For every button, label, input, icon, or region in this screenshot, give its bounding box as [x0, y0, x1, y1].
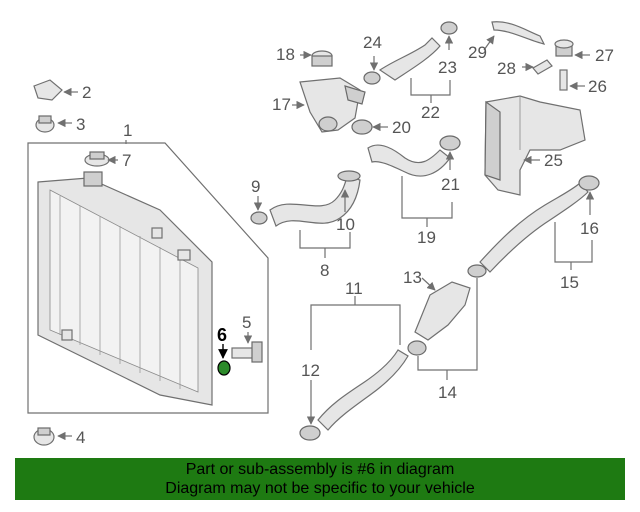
callout-24: 24 [363, 33, 382, 52]
callout-9: 9 [251, 177, 260, 196]
callout-29: 29 [468, 43, 487, 62]
pipe-26 [559, 69, 568, 91]
lower-hose [317, 349, 409, 431]
callout-22: 22 [421, 103, 440, 122]
callout-21: 21 [441, 175, 460, 194]
clamp-16 [578, 175, 600, 191]
clamp-23 [440, 21, 458, 35]
banner-line-disclaimer: Diagram may not be specific to your vehi… [165, 480, 475, 497]
hose-29 [491, 21, 546, 45]
callout-15: 15 [560, 273, 579, 292]
hose-22 [378, 37, 441, 81]
drain-plug [231, 341, 263, 363]
callout-7: 7 [122, 151, 131, 170]
clamp-12 [299, 425, 321, 441]
tank-cap [554, 39, 574, 57]
clamp-14-right [467, 264, 487, 278]
callout-4: 4 [76, 428, 85, 447]
hose-clamp-9 [250, 211, 268, 225]
water-inlet [414, 281, 471, 341]
callout-25: 25 [544, 151, 563, 170]
reservoir-tank [484, 95, 586, 196]
callout-20: 20 [392, 118, 411, 137]
water-outlet [299, 77, 366, 133]
upper-hose [269, 170, 361, 227]
callout-13: 13 [403, 268, 422, 287]
upper-mount [35, 115, 55, 133]
callout-10: 10 [336, 215, 355, 234]
clamp-14-left [407, 340, 427, 356]
callout-16: 16 [580, 219, 599, 238]
hose-28 [532, 59, 553, 75]
info-banner: Part or sub-assembly is #6 in diagram Di… [15, 458, 625, 500]
radiator-panel [27, 140, 269, 414]
callout-1: 1 [123, 121, 132, 140]
radiator-cap [84, 151, 110, 167]
callout-26: 26 [588, 77, 607, 96]
callout-6: 6 [217, 325, 227, 345]
callout-19: 19 [417, 228, 436, 247]
hose-19 [367, 144, 451, 177]
callout-3: 3 [76, 115, 85, 134]
callout-2: 2 [82, 83, 91, 102]
upper-bracket [33, 79, 63, 101]
clamp-24 [363, 71, 381, 85]
reservoir-cap [311, 50, 333, 67]
callout-28: 28 [497, 59, 516, 78]
callout-5: 5 [242, 313, 251, 332]
o-ring-highlighted [217, 360, 231, 376]
callout-14: 14 [438, 383, 457, 402]
callout-11: 11 [345, 279, 363, 298]
callout-27: 27 [595, 46, 614, 65]
banner-line-part: Part or sub-assembly is #6 in diagram [185, 461, 455, 478]
callout-18: 18 [276, 45, 295, 64]
callout-17: 17 [272, 95, 291, 114]
clamp-20 [351, 119, 373, 135]
callout-8: 8 [320, 261, 329, 280]
callout-23: 23 [438, 58, 457, 77]
radiator-core [37, 171, 213, 406]
parts-diagram: 1 2 3 4 5 6 7 8 9 10 11 12 13 14 15 16 1… [27, 21, 614, 447]
clamp-21 [439, 135, 461, 151]
hose-15 [479, 182, 589, 273]
callout-12: 12 [301, 361, 320, 380]
lower-mount [33, 427, 55, 446]
